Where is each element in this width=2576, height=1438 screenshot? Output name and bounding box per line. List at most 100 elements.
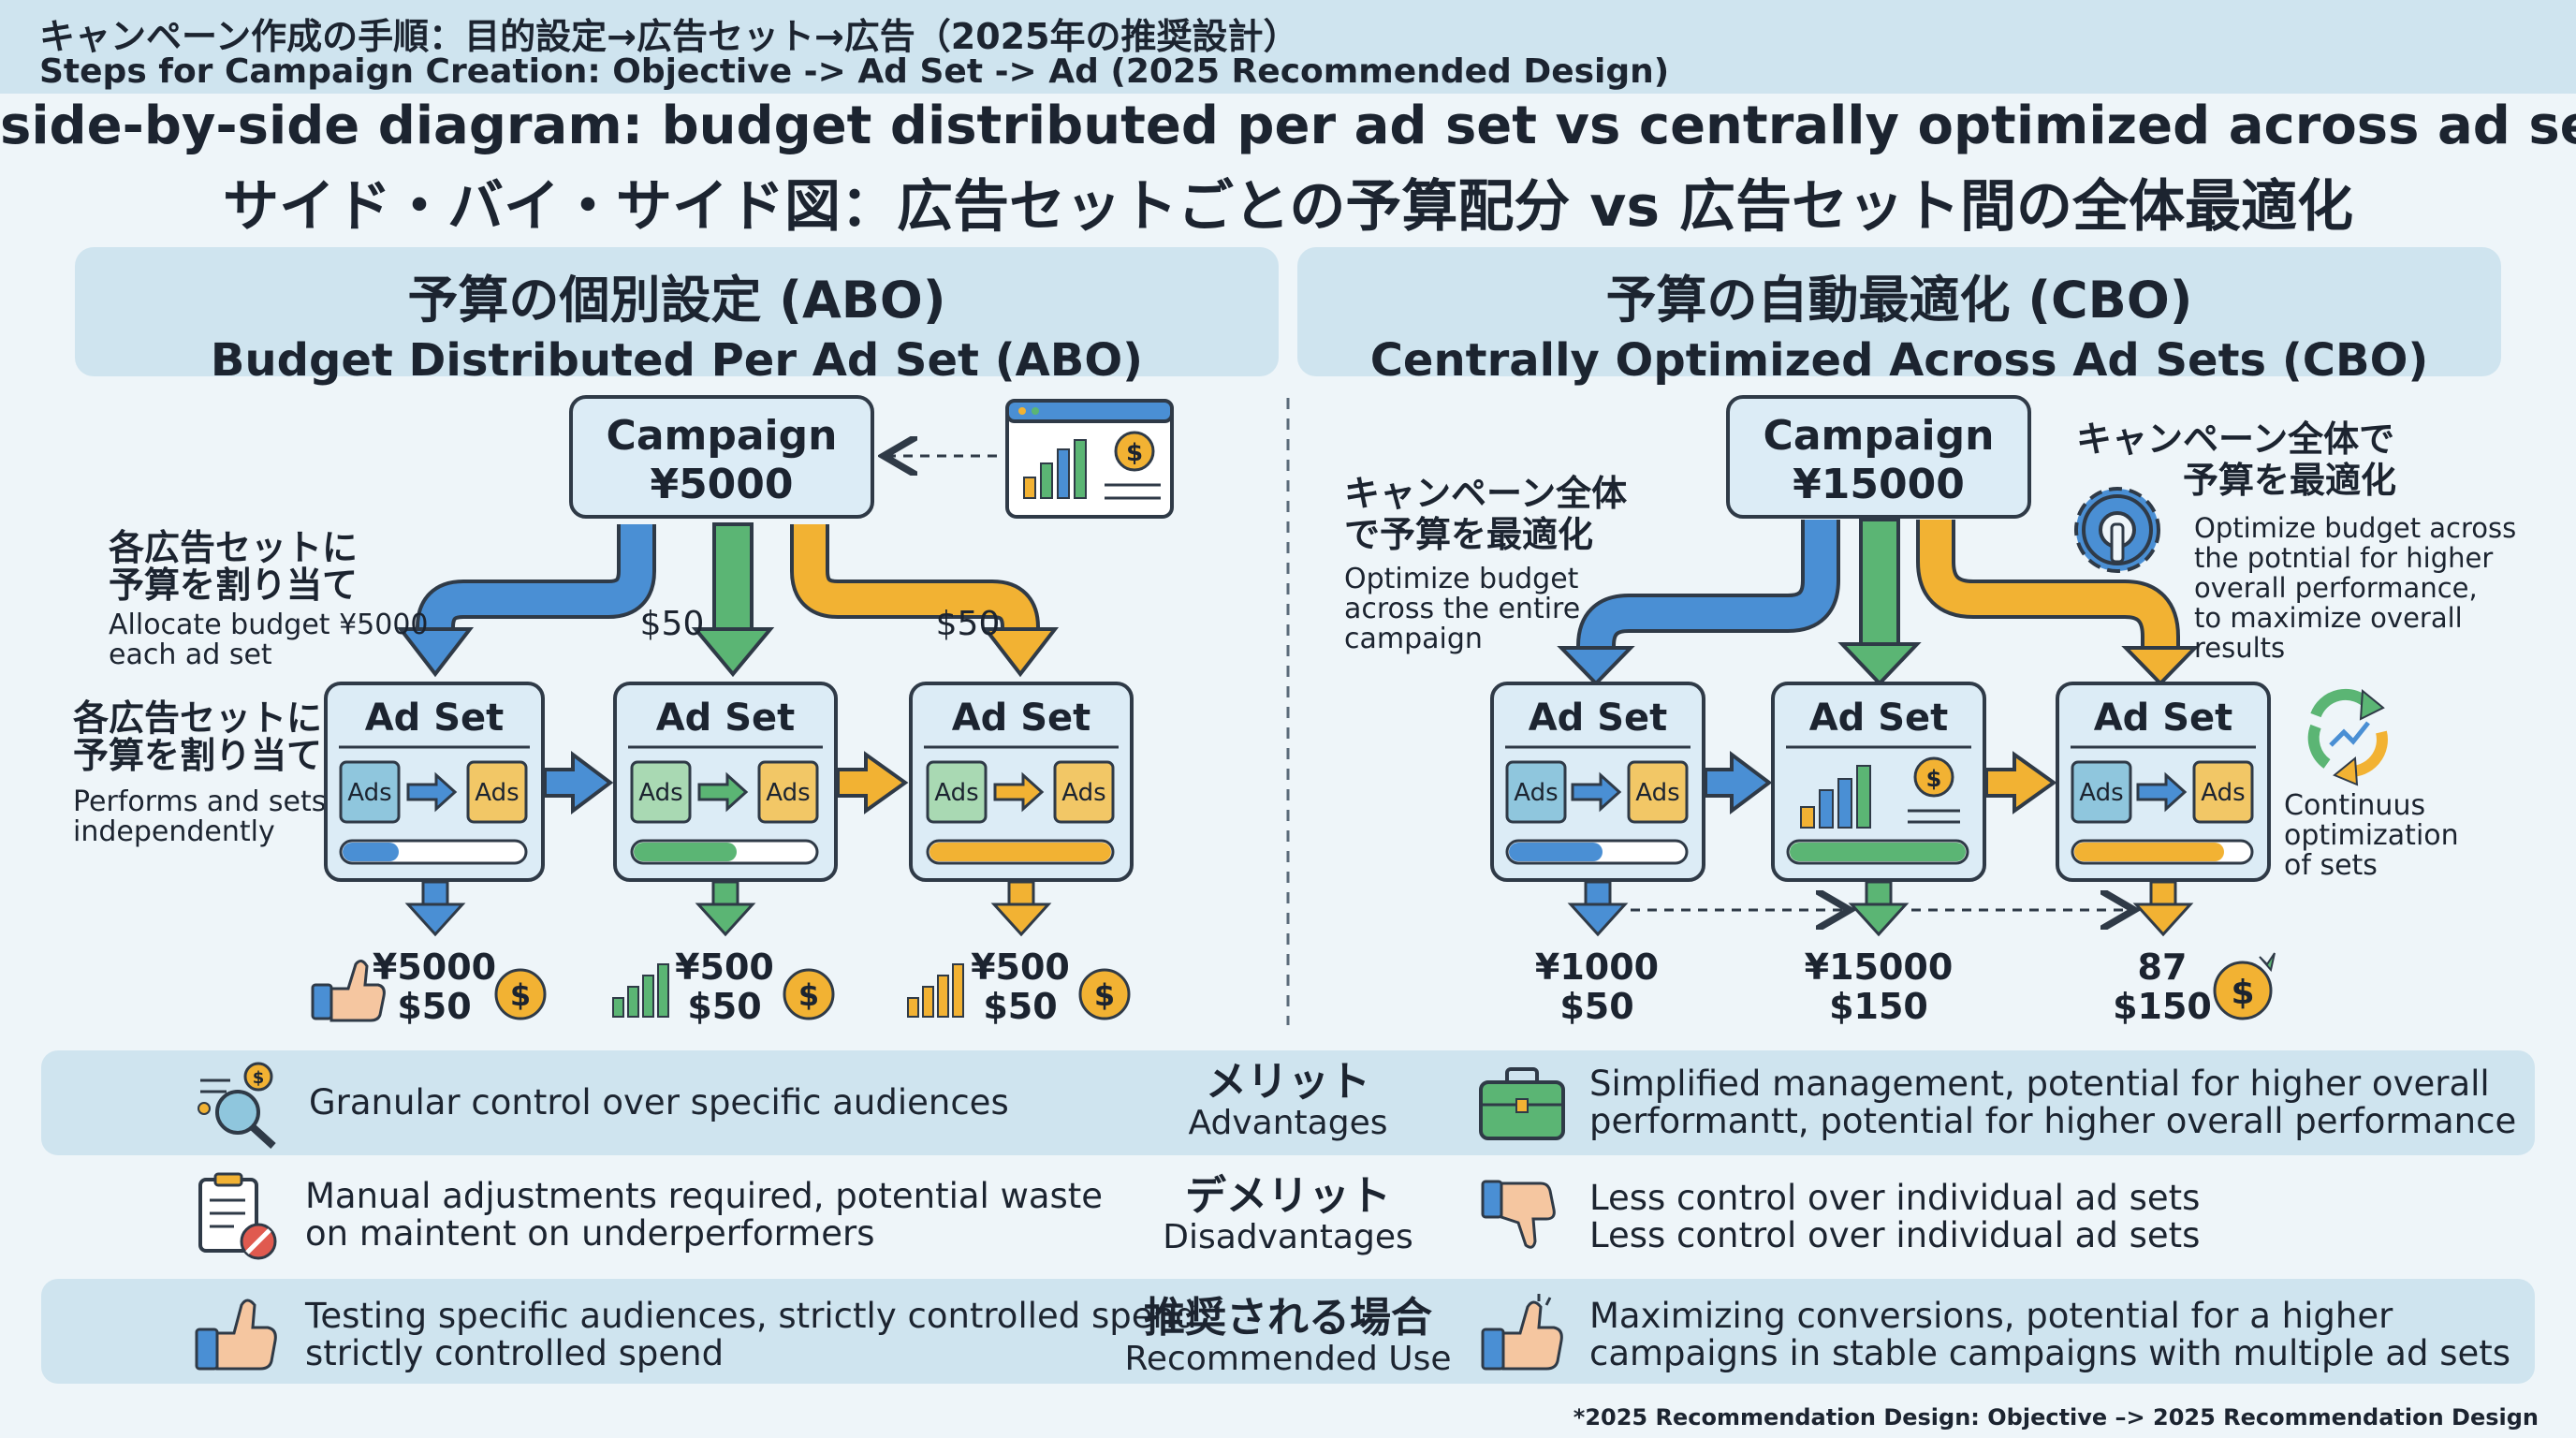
abo-note2-en-1: Performs and sets — [73, 785, 326, 818]
abo-note2-jp-1: 各広告セットに — [73, 697, 322, 739]
cbo-result-1-bottom: $50 — [1559, 986, 1633, 1027]
svg-text:$: $ — [510, 977, 531, 1013]
cbo-arrow-yellow — [1916, 520, 2200, 686]
abo-result-2-top: ¥500 — [675, 946, 774, 988]
abo-heading-jp: 予算の個別設定 (ABO) — [407, 271, 946, 330]
rec-cbo-line1: Maximizing conversions, potential for a … — [1589, 1296, 2393, 1336]
svg-text:Ads: Ads — [766, 779, 810, 807]
cbo-arrow-blue — [1557, 520, 1840, 686]
svg-text:Ads: Ads — [1514, 779, 1558, 807]
refresh-cycle-icon — [2307, 688, 2388, 786]
dis-cbo-line1: Less control over individual ad sets — [1589, 1178, 2201, 1218]
cbo-note-right-en-5: results — [2194, 632, 2285, 664]
rec-abo-text: Testing specific audiences, strictly con… — [305, 1298, 1196, 1372]
rec-cbo-line2: campaigns in stable campaigns with multi… — [1589, 1333, 2511, 1373]
cbo-result-3-top: 87 — [2138, 946, 2188, 988]
rec-abo-line2: strictly controlled spend — [305, 1333, 724, 1373]
cbo-adset-1: Ad Set Ads Ads — [1490, 682, 1705, 882]
cbo-result-2-bottom: $150 — [1829, 986, 1928, 1027]
adv-label: メリット Advantages — [1101, 1060, 1475, 1142]
cbo-set-arrow-2 — [1984, 751, 2057, 814]
header-title-en: Steps for Campaign Creation: Objective -… — [39, 52, 1670, 91]
cbo-result-3-bottom: $150 — [2113, 986, 2212, 1027]
svg-text:Ads: Ads — [347, 779, 391, 807]
svg-text:$: $ — [1126, 439, 1143, 467]
top-header-band: キャンペーン作成の手順：目的設定→広告セット→広告（2025年の推奨設計） St… — [0, 0, 2576, 94]
cbo-heading-jp: 予算の自動最適化 (CBO) — [1605, 271, 2193, 330]
adv-label-en: Advantages — [1188, 1104, 1388, 1142]
header-title-jp: キャンペーン作成の手順：目的設定→広告セット→広告（2025年の推奨設計） — [39, 16, 1299, 57]
cbo-down-arrows — [1567, 880, 2194, 937]
cbo-arrow-green — [1837, 518, 1922, 686]
dis-cbo-text: Less control over individual ad sets Les… — [1589, 1180, 2200, 1255]
cbo-note-right-en-1: Optimize budget across — [2194, 512, 2516, 544]
cbo-cycle-note-2: optimization — [2284, 819, 2459, 852]
cbo-adset-3-label: Ad Set — [2094, 697, 2233, 740]
abo-set-arrow-2 — [836, 751, 909, 814]
abo-adset-1-label: Ad Set — [365, 697, 505, 740]
abo-down-arrows — [404, 880, 1052, 937]
footnote: *2025 Recommendation Design: Objective –… — [1573, 1404, 2539, 1431]
coin-icon — [783, 968, 835, 1020]
cbo-note-left-en-3: campaign — [1344, 623, 1483, 655]
cbo-campaign-box — [1726, 395, 2031, 519]
recommended-row — [41, 1279, 2535, 1384]
thumbs-up-icon — [311, 960, 386, 1022]
bar-chart-icon — [612, 963, 669, 1018]
coin-icon — [1078, 968, 1131, 1020]
svg-text:Ads: Ads — [2201, 779, 2245, 807]
svg-text:Ads: Ads — [2079, 779, 2123, 807]
svg-text:Ads: Ads — [1635, 779, 1679, 807]
cbo-adset-2-label: Ad Set — [1809, 697, 1949, 740]
cbo-heading-en: Centrally Optimized Across Ad Sets (CBO) — [1369, 334, 2429, 387]
cbo-note-right-jp-2: 予算を最適化 — [2183, 460, 2396, 501]
svg-text:$: $ — [798, 977, 819, 1013]
abo-note1-en-1: Allocate budget ¥5000 — [109, 609, 429, 641]
cbo-result-2-top: ¥15000 — [1805, 946, 1954, 988]
svg-text:$: $ — [253, 1068, 265, 1088]
cbo-note-left-jp-1: キャンペーン全体 — [1344, 473, 1627, 514]
rec-label-jp: 推奨される場合 — [1144, 1294, 1432, 1342]
abo-arrow-label-mid: $50 — [640, 605, 705, 643]
coin-icon — [2213, 961, 2273, 1020]
adv-label-jp: メリット — [1206, 1058, 1370, 1106]
abo-set-arrow-1 — [543, 751, 614, 814]
cbo-heading: 予算の自動最適化 (CBO) Centrally Optimized Acros… — [1297, 247, 2501, 387]
abo-adset-3-label: Ad Set — [952, 697, 1091, 740]
svg-text:$: $ — [1926, 766, 1942, 792]
cbo-adset-3: Ad Set Ads Ads — [2056, 682, 2271, 882]
abo-note1-en-2: each ad set — [109, 638, 272, 671]
cbo-note-left-en-1: Optimize budget — [1344, 563, 1579, 595]
dis-label-en: Disadvantages — [1163, 1218, 1413, 1256]
abo-result-1-top: ¥5000 — [373, 946, 496, 988]
abo-heading-en: Budget Distributed Per Ad Set (ABO) — [210, 334, 1144, 387]
dis-abo-line1: Manual adjustments required, potential w… — [305, 1176, 1104, 1216]
abo-campaign-label: Campaign — [607, 412, 838, 460]
cbo-set-arrow-1 — [1704, 751, 1773, 814]
svg-text:$: $ — [1094, 977, 1115, 1013]
main-title-en: side-by-side diagram: budget distributed… — [0, 95, 2576, 156]
abo-result-3-top: ¥500 — [971, 946, 1070, 988]
thumbs-up-icon — [1481, 1294, 1563, 1371]
svg-text:Ads: Ads — [1061, 779, 1105, 807]
abo-note1-jp-1: 各広告セットに — [109, 527, 358, 568]
dashboard-chart-icon: $ — [1005, 399, 1174, 519]
cbo-cycle-note-1: Continuus — [2284, 789, 2425, 822]
dis-label-jp: デメリット — [1185, 1172, 1391, 1220]
svg-text:$: $ — [2231, 974, 2254, 1012]
abo-campaign-budget: ¥5000 — [650, 461, 793, 508]
adv-cbo-line1: Simplified management, potential for hig… — [1589, 1064, 2490, 1104]
clipboard-warning-icon — [198, 1172, 277, 1260]
svg-text:Ads: Ads — [638, 779, 682, 807]
svg-text:Ads: Ads — [475, 779, 519, 807]
cbo-note-right-en-2: the potntial for higher — [2194, 542, 2493, 574]
magnifier-coin-icon: $ — [198, 1062, 276, 1149]
cbo-adset-1-label: Ad Set — [1529, 697, 1668, 740]
abo-adset-2: Ad Set Ads Ads — [613, 682, 838, 882]
cbo-note-right-en-3: overall performance, — [2194, 572, 2478, 604]
gear-wrench-icon — [2074, 487, 2160, 573]
abo-arrow-label-right: $50 — [936, 605, 1001, 643]
adv-cbo-text: Simplified management, potential for hig… — [1589, 1065, 2516, 1140]
cbo-adset-2: Ad Set $ — [1771, 682, 1986, 882]
